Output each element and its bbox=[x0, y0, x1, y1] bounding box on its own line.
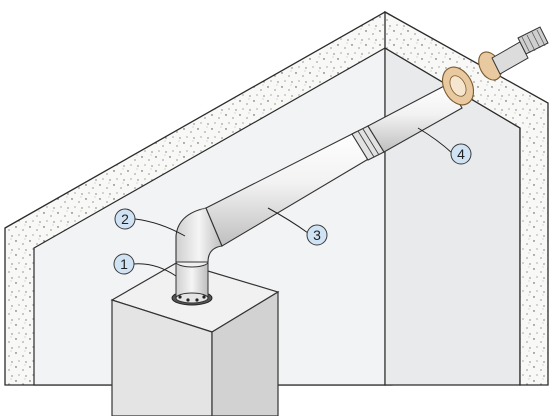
callout-3-label: 3 bbox=[313, 227, 321, 243]
callout-1: 1 bbox=[113, 253, 135, 275]
callout-leaders bbox=[132, 127, 453, 277]
callout-4: 4 bbox=[450, 143, 472, 165]
flue-adaptor bbox=[171, 256, 213, 306]
callout-3: 3 bbox=[306, 224, 328, 246]
leader-3 bbox=[267, 207, 309, 234]
callout-2-label: 2 bbox=[121, 211, 129, 227]
callout-4-label: 4 bbox=[457, 146, 465, 162]
callout-2: 2 bbox=[114, 208, 136, 230]
right-wall bbox=[384, 10, 549, 386]
leader-4 bbox=[417, 127, 453, 154]
horizontal-flue-pipe bbox=[205, 26, 549, 247]
callout-1-label: 1 bbox=[120, 256, 128, 272]
leader-1 bbox=[132, 263, 177, 277]
leader-2 bbox=[134, 218, 186, 237]
